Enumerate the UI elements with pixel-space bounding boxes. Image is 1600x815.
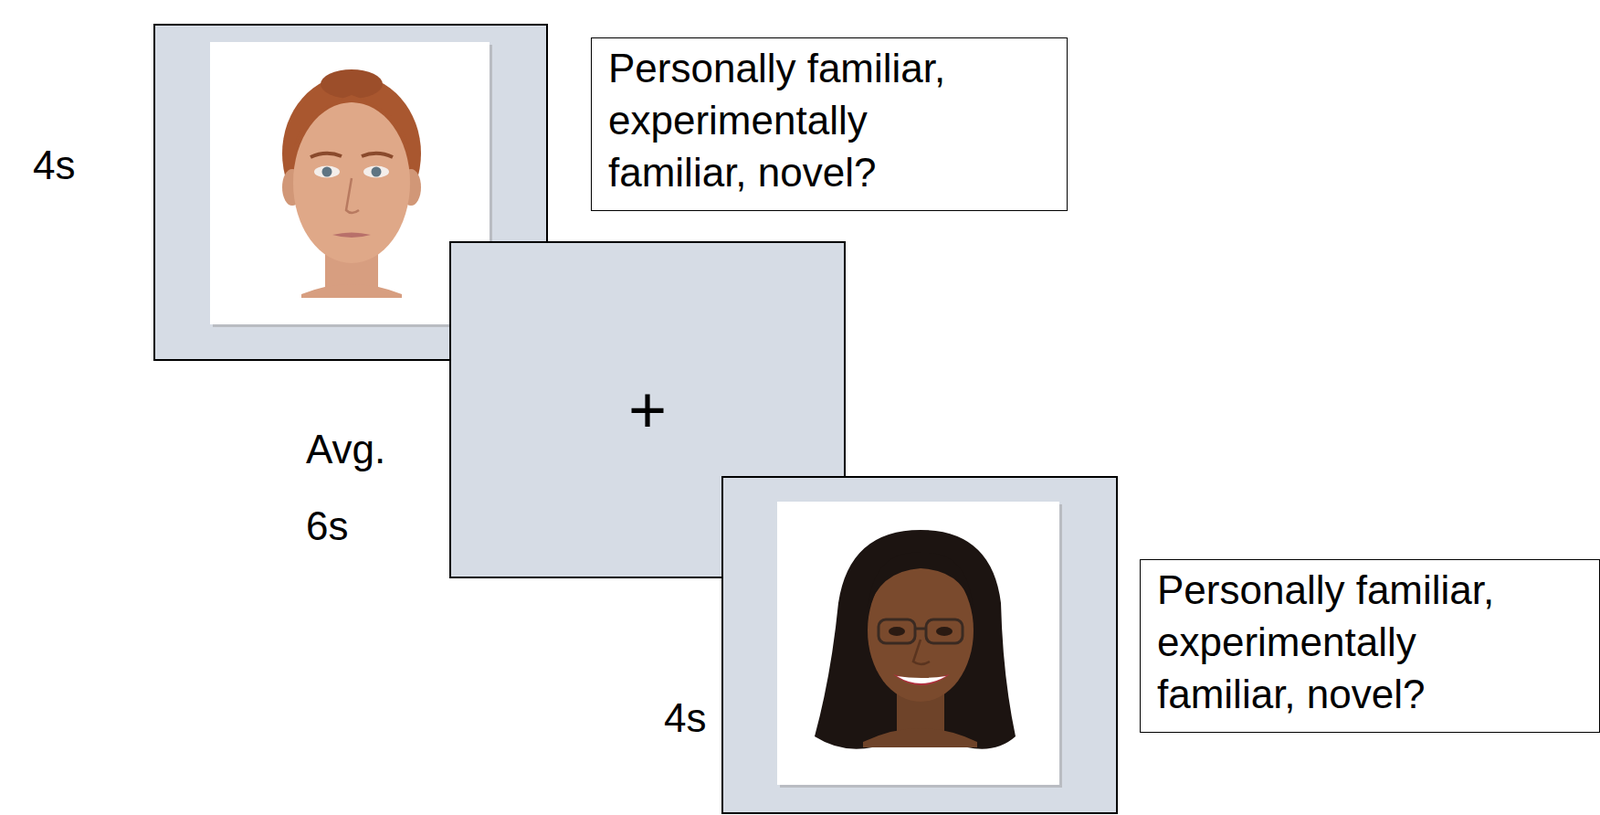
question-text: Personally familiar, experimentally fami… <box>608 42 1001 200</box>
duration-label: 4s <box>663 694 737 743</box>
face-neutral <box>282 69 422 298</box>
question-box: Personally familiar, experimentally fami… <box>590 37 1068 211</box>
question-box: Personally familiar, experimentally fami… <box>1139 558 1600 733</box>
face-photo <box>210 42 490 325</box>
duration-label: Avg. 6s <box>305 410 409 564</box>
stimulus-panel <box>722 476 1117 813</box>
face-smiling <box>814 529 1016 749</box>
duration-label: 4s <box>32 141 106 190</box>
fixation-cross: + <box>628 373 667 446</box>
question-text: Personally familiar, experimentally fami… <box>1157 563 1550 721</box>
face-photo <box>777 501 1060 785</box>
fixation-panel: + <box>450 242 845 578</box>
